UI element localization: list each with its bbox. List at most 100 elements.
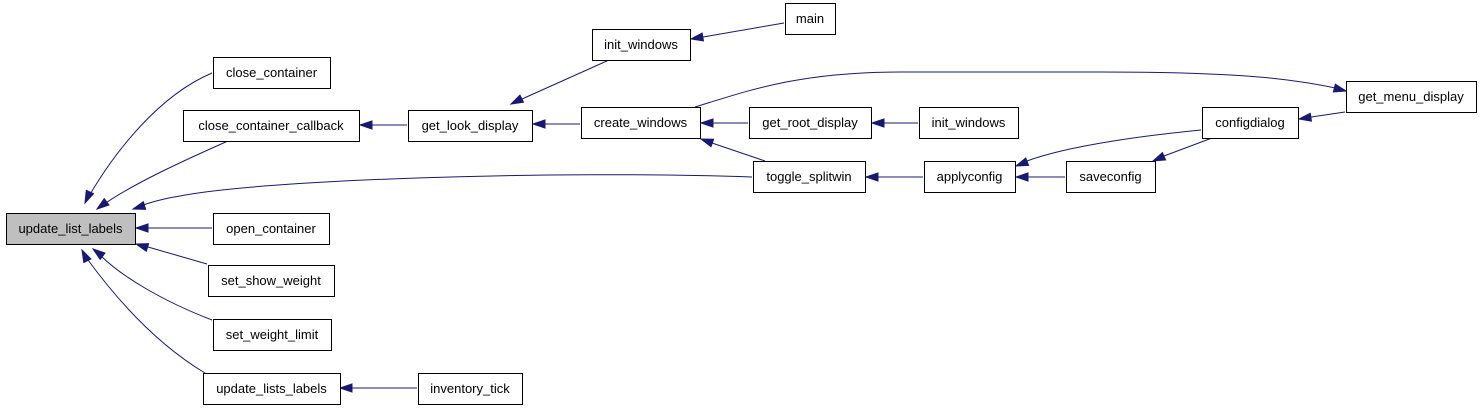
arrowhead-icon [84,189,95,205]
node-box [6,213,136,245]
node-box [408,110,533,142]
node-box [749,107,872,139]
edge-get_look_display-to-close_container_callback [358,120,407,130]
node-get-root-display[interactable]: get_root_display [749,107,872,139]
node-box [581,107,701,139]
arrowhead-icon [95,197,110,210]
edge-open_container-to-update_list_labels [134,223,212,233]
node-label: set_weight_limit [226,327,319,342]
arrowhead-icon [91,248,106,261]
edge-init_windows_1-to-get_look_display [509,59,610,105]
node-label: create_windows [594,115,688,130]
arrowhead-icon [689,32,705,42]
arrowhead-icon [1297,112,1313,122]
node-get-look-display[interactable]: get_look_display [408,110,533,142]
node-update-list-labels[interactable]: update_list_labels [6,213,136,245]
edge-applyconfig-to-toggle_splitwin [864,172,923,182]
node-inventory-tick[interactable]: inventory_tick [418,373,523,405]
edge-line [711,142,766,162]
node-toggle-splitwin[interactable]: toggle_splitwin [753,161,866,193]
node-main[interactable]: main [785,3,836,35]
edge-line [694,71,1346,108]
node-box [785,3,836,35]
node-set-weight-limit[interactable]: set_weight_limit [213,319,332,351]
node-init-windows-2[interactable]: init_windows [919,107,1019,139]
node-box [203,373,341,405]
arrowhead-icon [1014,157,1030,167]
edge-set_weight_limit-to-update_list_labels [91,248,213,321]
edge-line [135,174,753,209]
node-box [183,110,360,142]
node-label: init_windows [932,115,1006,130]
edge-line [87,259,206,374]
edge-toggle_splitwin-to-create_windows [699,138,766,162]
edge-close_container-to-update_list_labels [84,72,213,205]
edge-toggle_splitwin-to-update_list_labels [131,174,753,210]
node-label: init_windows [604,37,678,52]
edge-inventory_tick-to-update_lists_labels [338,383,417,393]
node-close-container-callback[interactable]: close_container_callback [183,110,360,142]
edge-get_root_display-to-create_windows [699,118,748,128]
edge-main-to-init_windows_1 [689,22,785,42]
node-get-menu-display[interactable]: get_menu_display [1346,81,1477,113]
edge-line [84,72,213,204]
node-configdialog[interactable]: configdialog [1202,107,1299,139]
node-close-container[interactable]: close_container [213,57,331,89]
edge-set_show_weight-to-update_list_labels [134,243,208,265]
node-label: saveconfig [1079,169,1141,184]
arrowhead-icon [338,383,353,393]
node-label: update_list_labels [18,221,123,236]
node-box [213,213,330,245]
arrowhead-icon [131,200,147,210]
node-set-show-weight[interactable]: set_show_weight [208,265,335,297]
node-label: update_lists_labels [216,381,327,396]
node-create-windows[interactable]: create_windows [581,107,701,139]
node-label: get_look_display [422,118,519,133]
node-box [1066,161,1156,193]
edge-line [99,254,213,321]
edge-create_windows-to-get_look_display [531,119,580,129]
graph-edges [81,22,1348,393]
arrowhead-icon [870,118,885,128]
edge-line [521,59,610,100]
arrowhead-icon [81,248,92,264]
arrowhead-icon [1014,172,1029,182]
node-update-lists-labels[interactable]: update_lists_labels [203,373,341,405]
node-saveconfig[interactable]: saveconfig [1066,161,1156,193]
arrowhead-icon [509,94,525,105]
edge-line [1163,137,1213,157]
arrowhead-icon [864,172,879,182]
node-box [213,57,331,89]
arrowhead-icon [134,223,149,233]
node-label: set_show_weight [221,273,321,288]
node-box [592,29,691,61]
edge-line [147,246,208,265]
node-label: applyconfig [937,169,1003,184]
node-label: get_root_display [762,115,858,130]
edge-init_windows_2-to-get_root_display [870,118,918,128]
node-label: close_container_callback [198,118,344,133]
edge-close_container_callback-to-update_list_labels [95,140,229,210]
arrowhead-icon [1332,83,1348,93]
edge-configdialog-to-applyconfig [1014,129,1202,167]
node-box [1346,81,1477,113]
node-label: main [796,11,824,26]
edge-line [1310,111,1346,118]
node-box [208,265,335,297]
node-label: close_container [226,65,318,80]
arrowhead-icon [1151,151,1167,162]
edge-line [99,140,229,208]
node-box [213,319,332,351]
node-label: open_container [226,221,316,236]
edge-get_menu_display-to-configdialog [1297,111,1346,122]
node-box [919,107,1019,139]
edge-configdialog-to-saveconfig [1151,137,1213,162]
node-init-windows-1[interactable]: init_windows [592,29,691,61]
node-open-container[interactable]: open_container [213,213,330,245]
node-applyconfig[interactable]: applyconfig [924,161,1016,193]
node-box [753,161,866,193]
node-label: configdialog [1215,115,1284,130]
node-box [418,373,523,405]
graph-nodes: update_list_labels close_container close_c… [6,3,1477,405]
